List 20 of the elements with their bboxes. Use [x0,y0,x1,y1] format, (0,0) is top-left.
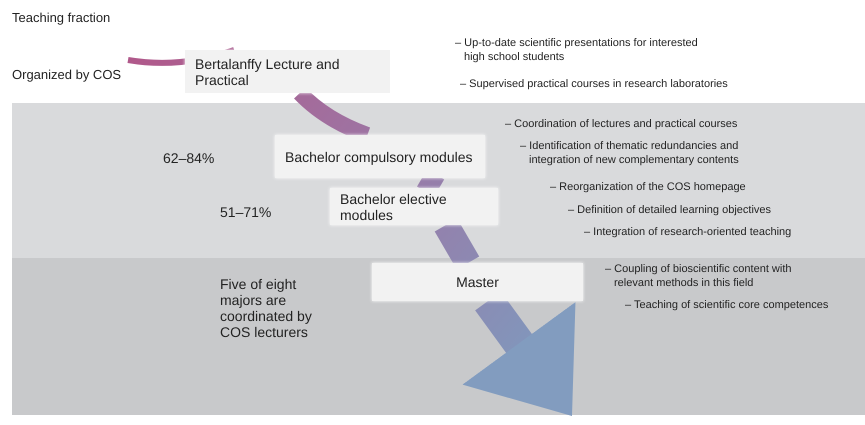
row-label: Organized by COS [12,67,122,82]
band-background [12,103,865,258]
bullet-text: – Coordination of lectures and practical courses [505,117,738,131]
percentage-label: 51–71% [220,204,272,220]
bullet-text: – Definition of detailed learning objectives [568,203,772,217]
module-box: Master [372,263,583,301]
module-box: Bertalanffy Lecture and Practical [185,50,390,93]
module-box: Bachelor elective modules [330,188,498,225]
bullet-text: – Teaching of scientific core competences [625,298,830,312]
bullet-text: – Supervised practical courses in research laboratories [460,77,729,91]
bullet-text: – Coupling of bioscientific content with relevant methods in this field [605,262,792,290]
bullet-text: – Up-to-date scientific presentations for interested high school students [455,36,699,64]
note-text: Five of eight majors are coordinated by COS lecturers [220,276,313,340]
module-box: Bachelor compulsory modules [275,135,485,178]
bullet-text: – Reorganization of the COS homepage [550,180,747,194]
percentage-label: 62–84% [163,150,216,166]
band-background [12,258,865,415]
bullet-text: – Integration of research-oriented teaching [584,225,792,239]
column-heading: Teaching fraction [12,10,112,25]
bullet-text: – Identification of thematic redundancies and integration of new complementary contents [520,139,740,167]
